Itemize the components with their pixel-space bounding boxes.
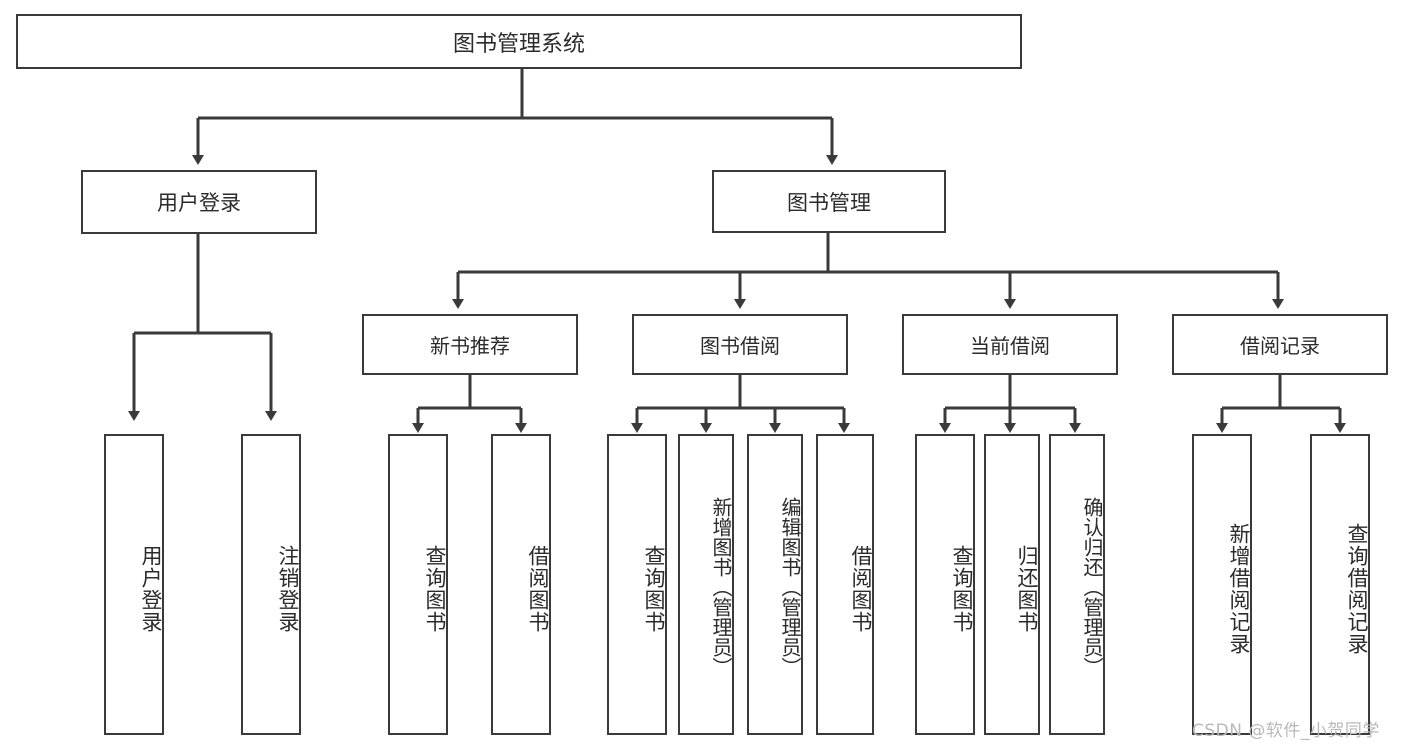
leaf-logout[interactable]: 注销登录 <box>241 434 301 735</box>
node-book-borrow[interactable]: 图书借阅 <box>632 314 848 375</box>
leaf-add-book-admin[interactable]: 新增图书（管理员） <box>678 434 734 735</box>
leaf-borrow-book-new[interactable]: 借阅图书 <box>491 434 551 735</box>
leaf-return-book[interactable]: 归还图书 <box>984 434 1040 735</box>
node-borrow-record[interactable]: 借阅记录 <box>1172 314 1388 375</box>
leaf-query-book-new[interactable]: 查询图书 <box>388 434 448 735</box>
leaf-borrow-book[interactable]: 借阅图书 <box>816 434 874 735</box>
leaf-query-book-borrow[interactable]: 查询图书 <box>607 434 667 735</box>
node-book-management[interactable]: 图书管理 <box>712 170 946 233</box>
node-root-system[interactable]: 图书管理系统 <box>16 14 1022 69</box>
leaf-query-book-current[interactable]: 查询图书 <box>915 434 975 735</box>
node-current-borrow[interactable]: 当前借阅 <box>902 314 1118 375</box>
leaf-user-login[interactable]: 用户登录 <box>104 434 164 735</box>
leaf-edit-book-admin[interactable]: 编辑图书（管理员） <box>747 434 803 735</box>
watermark-text: CSDN @软件_小贺同学 <box>1192 721 1380 741</box>
leaf-query-borrow-record[interactable]: 查询借阅记录 <box>1310 434 1370 735</box>
node-new-book-recommend[interactable]: 新书推荐 <box>362 314 578 375</box>
node-user-login[interactable]: 用户登录 <box>81 170 317 234</box>
leaf-add-borrow-record[interactable]: 新增借阅记录 <box>1192 434 1252 735</box>
leaf-confirm-return-admin[interactable]: 确认归还（管理员） <box>1049 434 1105 735</box>
